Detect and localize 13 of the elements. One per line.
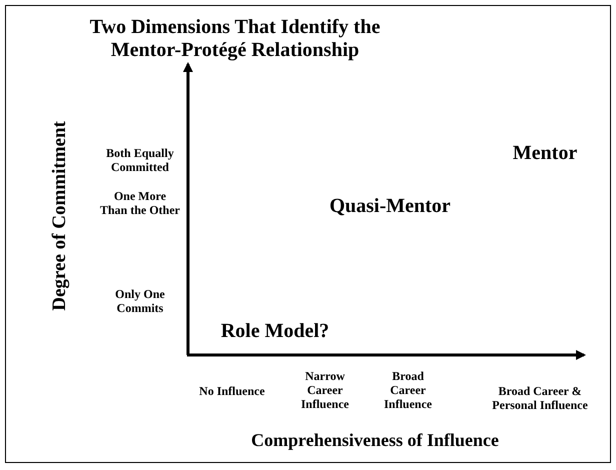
axis-tick-label: One More Than the Other [100,190,180,218]
axis-title: Comprehensiveness of Influence [250,430,500,451]
axis-tick-label: Broad Career Influence [383,370,433,412]
axis-tick-label: Narrow Career Influence [300,370,350,412]
quadrant-label: Mentor [512,142,578,165]
axis-tick-label: Both Equally Committed [105,147,175,175]
quadrant-label: Role Model? [220,320,330,343]
quadrant-label: Quasi-Mentor [328,195,452,218]
axis-title: Degree of Commitment [49,120,71,313]
axis-tick-label: Only One Commits [114,288,166,316]
chart-title: Two Dimensions That Identify the Mentor-Protégé Relationship [88,16,382,62]
axis-tick-label: Broad Career & Personal Influence [491,385,589,413]
axis-tick-label: No Influence [198,385,266,399]
